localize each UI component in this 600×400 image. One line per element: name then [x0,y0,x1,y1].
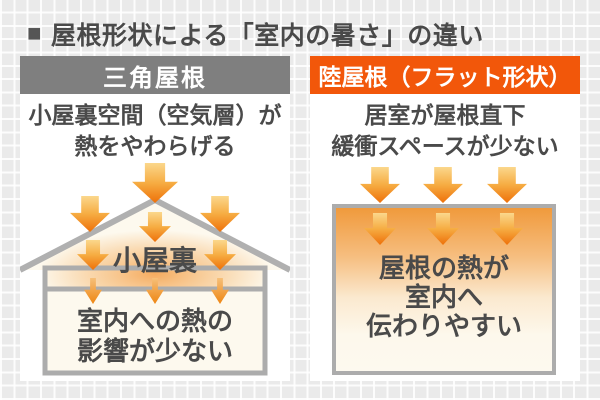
heat-arrow-icon [491,213,523,245]
page-title-text: 屋根形状による「室内の暑さ」の違い [51,22,484,50]
panel-gable-roof: 三角屋根 小屋裏空間（空気層）が 熱をやわらげる [20,56,290,381]
flat-room-note-line2: 室内へ [404,282,483,312]
flat-room-note-line3: 伝わりやすい [365,311,522,341]
gable-room-note-line2: 影響が少ない [76,336,233,366]
heat-arrow-icon [360,167,400,203]
flat-roof-description: 居室が屋根直下 緩衝スペースが少ない [308,100,582,162]
gable-desc-line1: 小屋裏空間（空気層）が [28,102,282,128]
flat-room-note-line1: 屋根の熱が [378,253,509,283]
gable-roof-description: 小屋裏空間（空気層）が 熱をやわらげる [18,100,292,162]
flat-desc-line1: 居室が屋根直下 [364,102,526,128]
flat-desc-line2: 緩衝スペースが少ない [331,133,559,159]
gable-room-note: 室内への熱の 影響が少ない [20,306,290,366]
gable-room-note-line1: 室内への熱の [76,306,233,336]
gable-roof-header: 三角屋根 [20,56,290,94]
page-title: ■ 屋根形状による「室内の暑さ」の違い [27,20,484,51]
flat-roof-header: 陸屋根（フラット形状） [310,56,580,94]
flat-roof-room-box: 屋根の熱が 室内へ 伝わりやすい [332,204,556,375]
attic-label: 小屋裏 [112,245,197,276]
heat-arrow-icon [427,213,459,245]
heat-arrow-icon [487,167,527,203]
panel-flat-roof: 陸屋根（フラット形状） 居室が屋根直下 緩衝スペースが少ない 屋根の熱が 室内へ… [310,56,580,381]
house-walls [42,265,268,376]
heat-arrow-icon [364,213,396,245]
title-bullet-icon: ■ [27,20,42,47]
heat-arrow-icon [423,167,463,203]
gable-desc-line2: 熱をやわらげる [74,133,236,159]
flat-room-note: 屋根の熱が 室内へ 伝わりやすい [336,254,552,341]
